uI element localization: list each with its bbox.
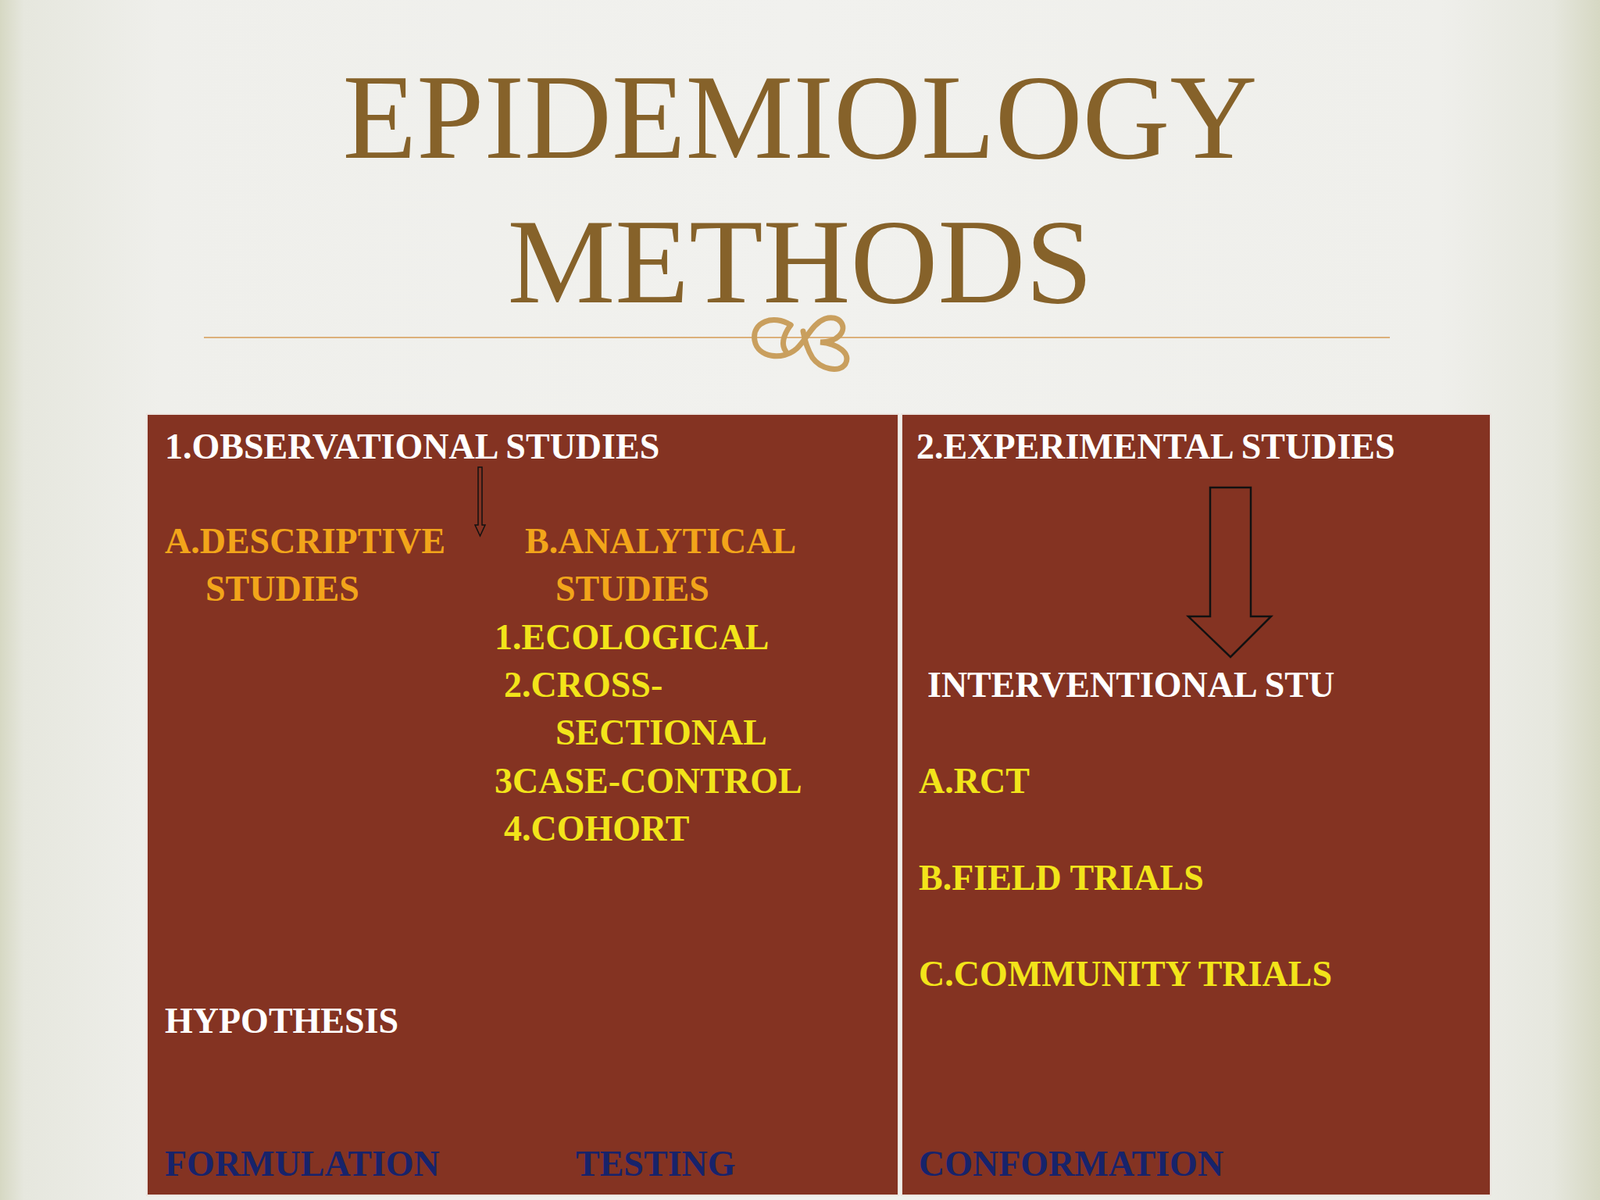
title-slot: EPIDEMIOLOGY METHODS bbox=[292, 45, 1308, 335]
study-type: 2.CROSS- SECTIONAL bbox=[503, 660, 790, 757]
stage-label: FORMULATION bbox=[164, 1139, 440, 1188]
text-slot: 2.CROSS- SECTIONAL bbox=[503, 660, 790, 757]
slide-title: EPIDEMIOLOGY METHODS bbox=[292, 45, 1308, 335]
text-slot: A.DESCRIPTIVE STUDIES bbox=[164, 517, 534, 613]
text-slot: HYPOTHESIS bbox=[164, 996, 399, 1045]
category-heading: B.ANALYTICAL STUDIES bbox=[525, 517, 853, 613]
text-slot: 2.EXPERIMENTAL STUDIES bbox=[916, 422, 1396, 471]
study-type: C.COMMUNITY TRIALS bbox=[918, 950, 1333, 998]
table-cell: 2.EXPERIMENTAL STUDIES INTERVENTIONAL STU… bbox=[900, 413, 1492, 1197]
study-type: 4.COHORT bbox=[503, 804, 690, 853]
section-heading: 1.OBSERVATIONAL STUDIES bbox=[164, 422, 660, 471]
category-heading: INTERVENTIONAL STU bbox=[927, 660, 1335, 709]
stage-label: CONFORMATION bbox=[918, 1139, 1224, 1188]
category-heading: A.DESCRIPTIVE STUDIES bbox=[164, 517, 534, 613]
text-slot: 4.COHORT bbox=[503, 804, 690, 853]
text-slot: B.FIELD TRIALS bbox=[918, 853, 1204, 902]
text-slot: FORMULATION bbox=[164, 1139, 440, 1188]
section-heading: 2.EXPERIMENTAL STUDIES bbox=[916, 422, 1396, 471]
title-rule bbox=[203, 336, 1390, 339]
big-down-arrow bbox=[1188, 487, 1272, 658]
table-cell: 1.OBSERVATIONAL STUDIES A.DESCRIPTIVE STU… bbox=[146, 413, 900, 1197]
stage-label: TESTING bbox=[575, 1139, 736, 1188]
text-slot: C.COMMUNITY TRIALS bbox=[918, 950, 1333, 998]
text-slot: 1.OBSERVATIONAL STUDIES bbox=[164, 422, 660, 471]
small-down-arrow bbox=[475, 467, 486, 536]
text-slot: 1.ECOLOGICAL bbox=[494, 613, 769, 661]
study-type: 1.ECOLOGICAL bbox=[494, 613, 769, 661]
text-slot: A.RCT bbox=[918, 757, 1030, 805]
study-type: 3CASE-CONTROL bbox=[494, 757, 803, 805]
study-type: B.FIELD TRIALS bbox=[918, 853, 1204, 902]
title-ornament bbox=[754, 317, 847, 370]
hypothesis-label: HYPOTHESIS bbox=[164, 996, 399, 1045]
text-slot: 3CASE-CONTROL bbox=[494, 757, 803, 805]
study-type: A.RCT bbox=[918, 757, 1030, 805]
text-slot: B.ANALYTICAL STUDIES bbox=[525, 517, 853, 613]
text-slot: CONFORMATION bbox=[918, 1139, 1224, 1188]
text-slot: TESTING bbox=[575, 1139, 736, 1188]
text-slot: INTERVENTIONAL STU bbox=[927, 660, 1335, 709]
